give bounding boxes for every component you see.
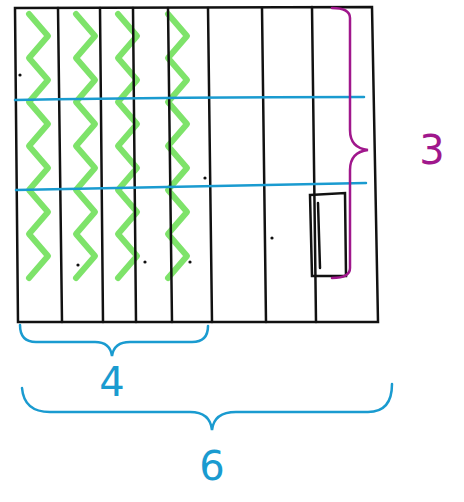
dots [18,73,273,266]
shade-stroke [76,14,95,278]
total-label: 6 [199,446,224,486]
part-label: 4 [99,362,124,402]
total-brace [22,384,392,430]
height-label: 3 [419,130,444,170]
part-brace [20,325,208,356]
shading [29,14,187,278]
grid [15,7,378,322]
row-lines [15,97,366,190]
height-brace [332,8,368,278]
shade-stroke [29,14,48,278]
